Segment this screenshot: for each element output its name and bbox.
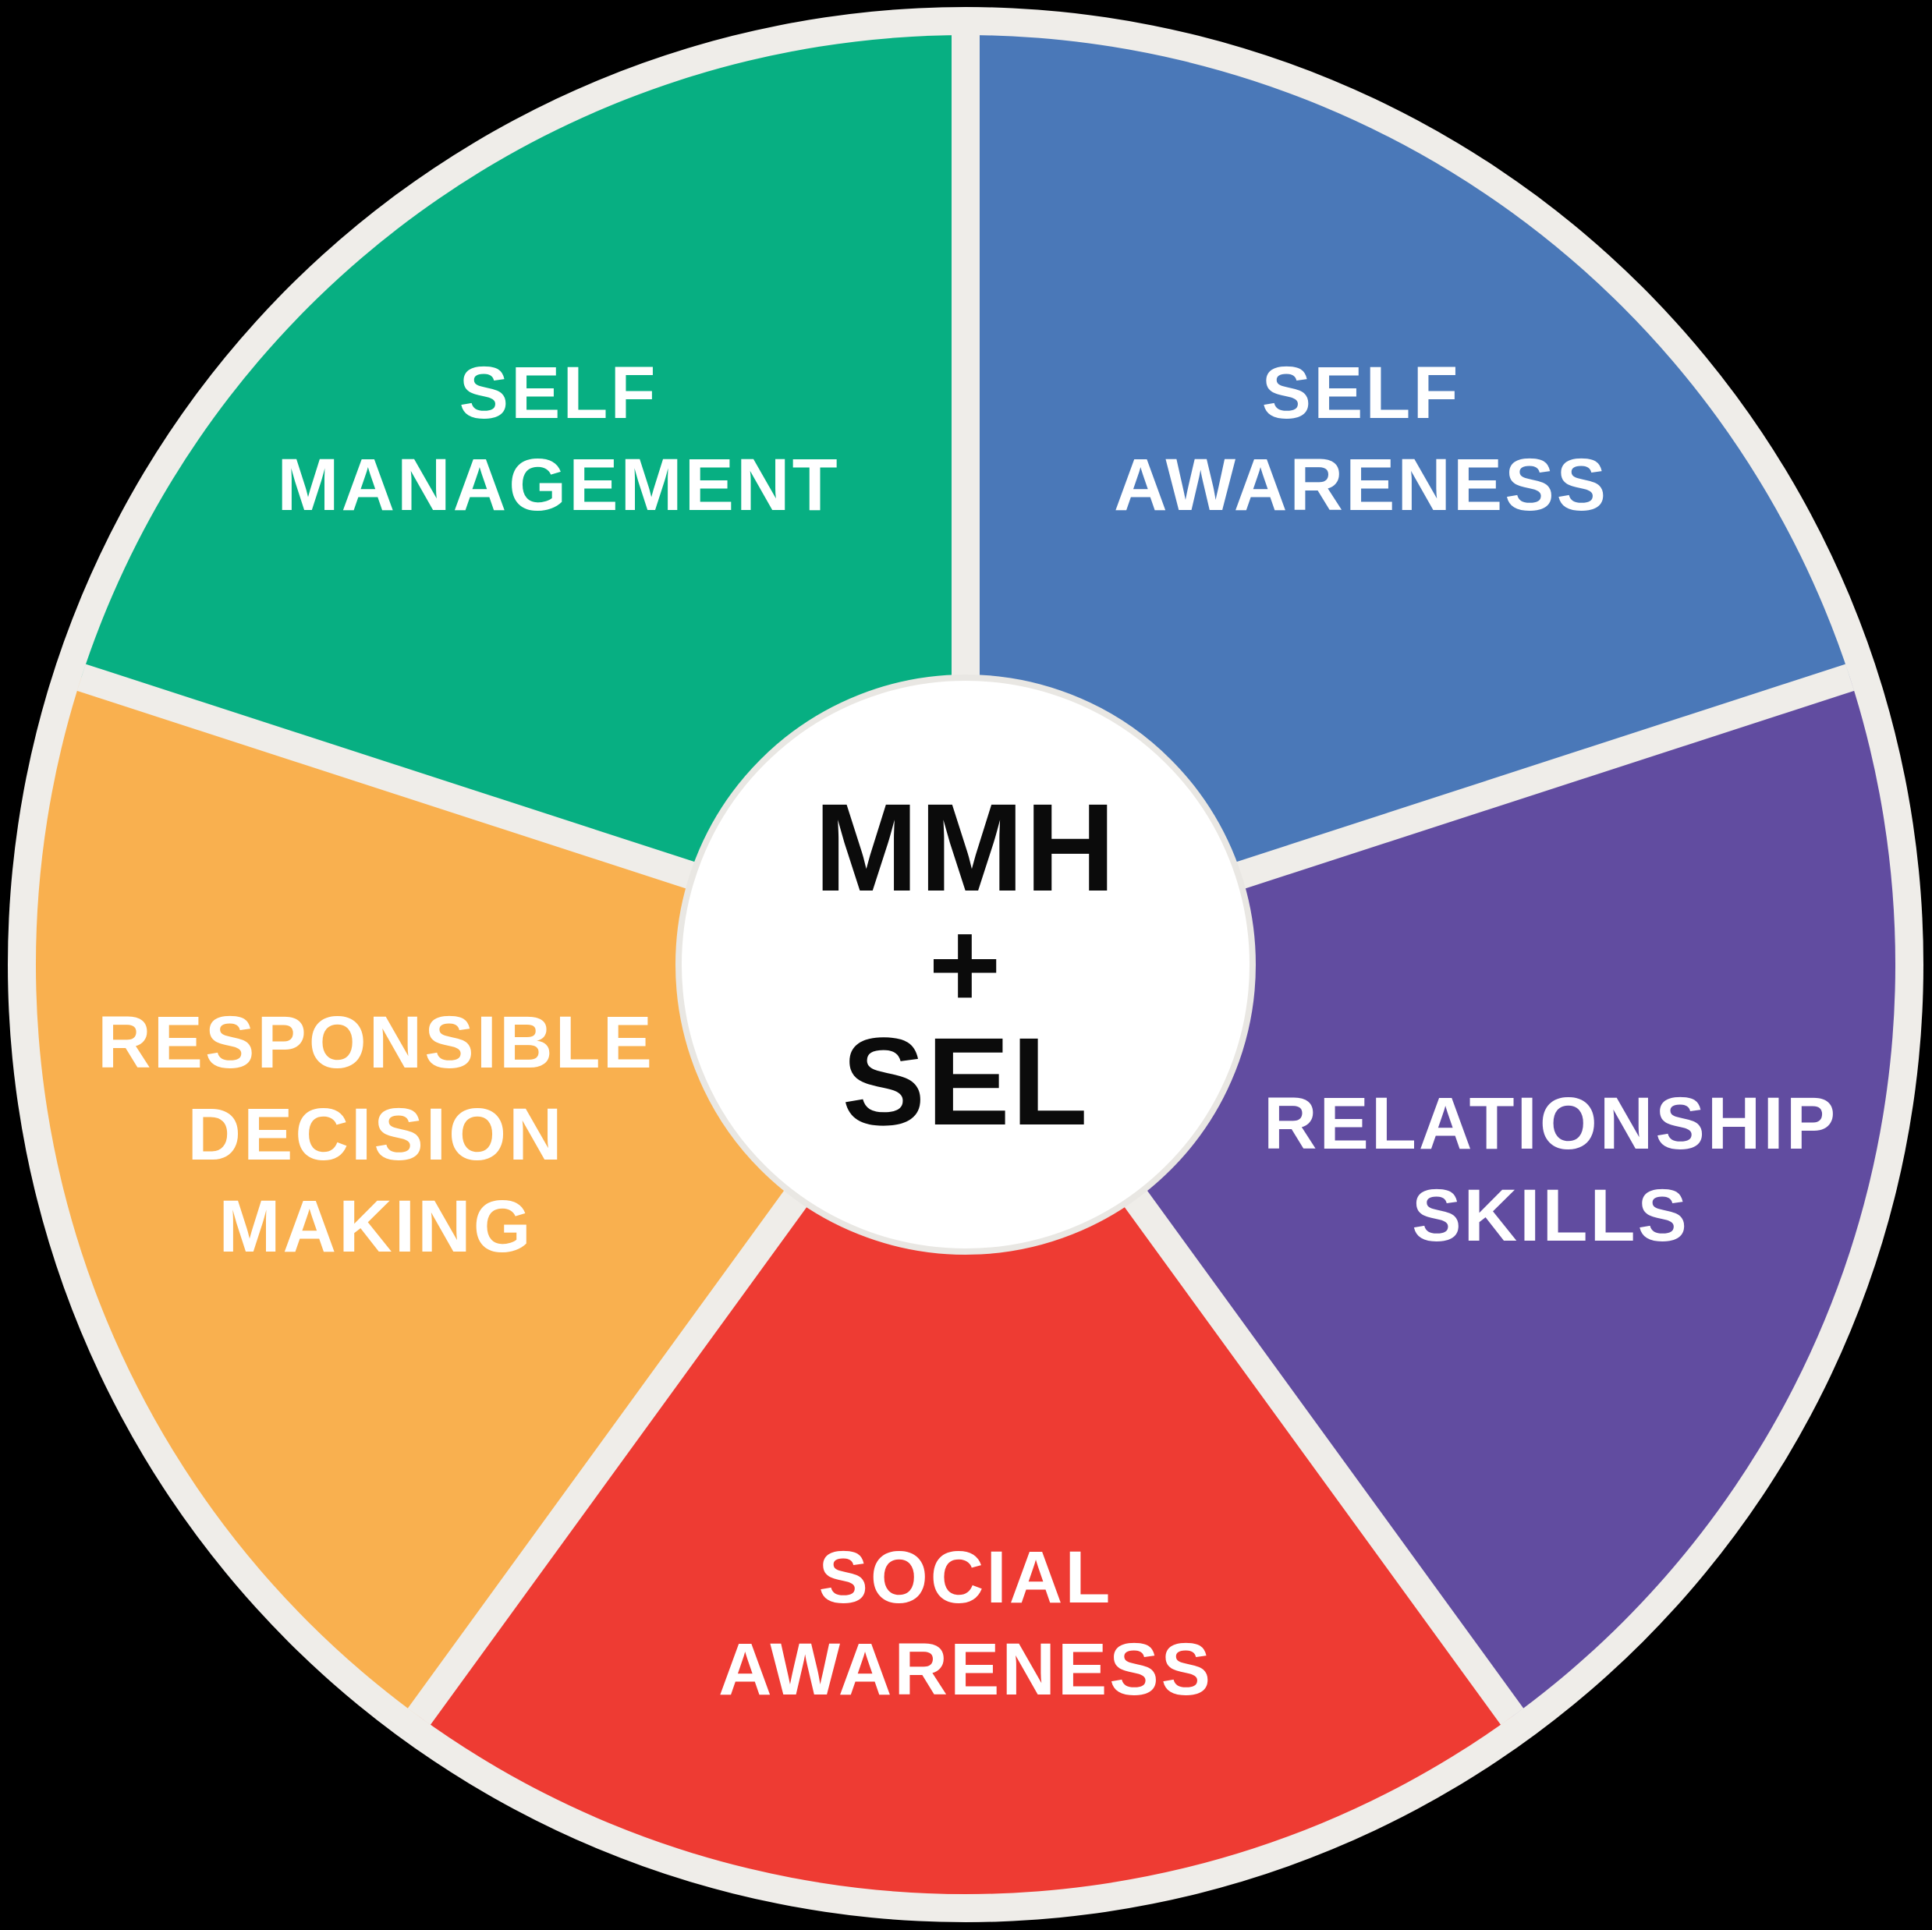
label-line: SOCIAL bbox=[818, 1536, 1113, 1619]
plus-sign: + bbox=[928, 894, 1003, 1034]
label-self-management: SELF MANAGEMENT bbox=[277, 347, 839, 531]
label-line: MANAGEMENT bbox=[277, 444, 840, 526]
center-circle bbox=[675, 675, 1256, 1255]
label-line: AWARENESS bbox=[1113, 444, 1609, 526]
label-line: SELF bbox=[459, 352, 658, 434]
label-relationship-skills: RELATIONSHIP SKILLS bbox=[1264, 1078, 1838, 1262]
segment-self-awareness-wedge bbox=[966, 34, 1850, 965]
label-line: SKILLS bbox=[1412, 1174, 1689, 1257]
segment-self-management-wedge bbox=[81, 34, 966, 965]
label-line: MAKING bbox=[218, 1185, 534, 1268]
center-title: MMH + SEL bbox=[814, 777, 1118, 1151]
center-title-line: MMH bbox=[814, 777, 1118, 917]
label-social-awareness: SOCIAL AWARENESS bbox=[718, 1532, 1213, 1716]
center-title-line: SEL bbox=[842, 1011, 1090, 1151]
label-line: RESPONSIBLE bbox=[97, 1001, 654, 1084]
label-line: RELATIONSHIP bbox=[1263, 1082, 1838, 1165]
segment-social-awareness-wedge bbox=[419, 965, 1512, 1894]
label-line: SELF bbox=[1261, 352, 1461, 434]
label-self-awareness: SELF AWARENESS bbox=[1114, 347, 1608, 531]
label-line: DECISION bbox=[187, 1093, 565, 1176]
label-responsible-decision-making: RESPONSIBLE DECISION MAKING bbox=[97, 997, 654, 1273]
label-line: AWARENESS bbox=[718, 1628, 1214, 1711]
